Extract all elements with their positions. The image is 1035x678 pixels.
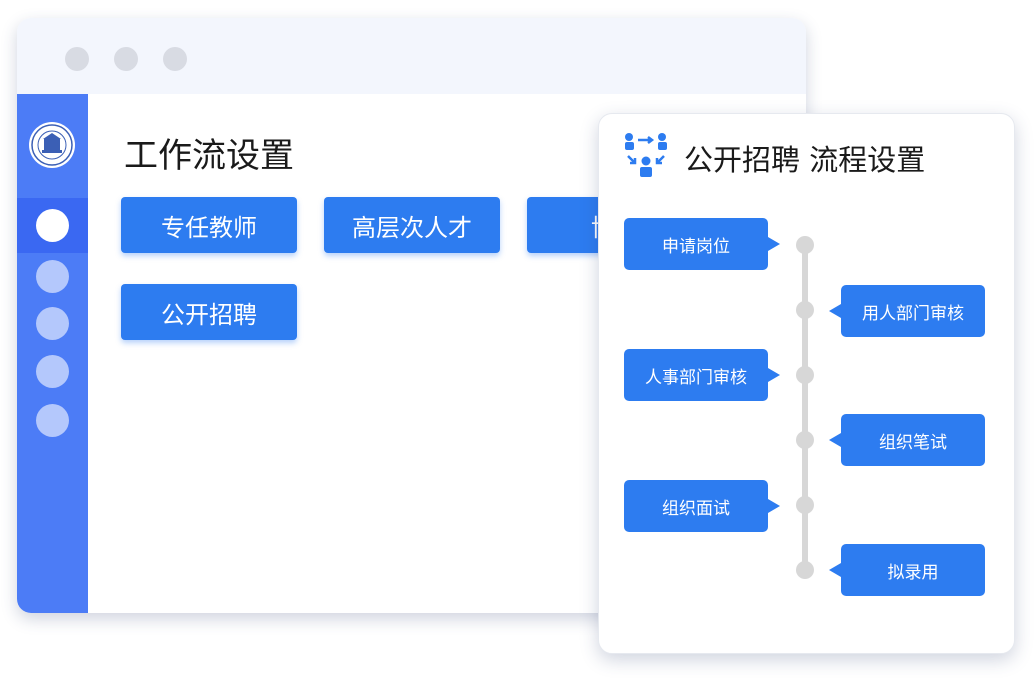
category-button-full-time-teacher[interactable]: 专任教师 [121, 197, 297, 253]
window-control-dot[interactable] [65, 47, 89, 71]
category-button-high-level-talent[interactable]: 高层次人才 [324, 197, 500, 253]
timeline-node [796, 236, 814, 254]
workflow-people-icon [625, 133, 667, 177]
timeline-line [802, 240, 808, 570]
sidebar-item-5[interactable] [36, 404, 69, 437]
timeline-node [796, 561, 814, 579]
timeline-node [796, 366, 814, 384]
window-control-dot[interactable] [114, 47, 138, 71]
process-step-apply-position[interactable]: 申请岗位 [624, 218, 780, 270]
category-button-public-recruitment[interactable]: 公开招聘 [121, 284, 297, 340]
process-step-department-review[interactable]: 用人部门审核 [829, 285, 985, 337]
page-title: 工作流设置 [124, 136, 294, 176]
process-step-interview[interactable]: 组织面试 [624, 480, 780, 532]
sidebar-item-1[interactable] [36, 209, 69, 242]
timeline-node [796, 496, 814, 514]
timeline-node [796, 301, 814, 319]
process-settings-card: 公开招聘 流程设置 申请岗位 用人部门审核 人事部门审核 组织笔试 组织面试 拟… [598, 113, 1015, 654]
process-step-proposed-hire[interactable]: 拟录用 [829, 544, 985, 596]
process-step-hr-review[interactable]: 人事部门审核 [624, 349, 780, 401]
sidebar-item-4[interactable] [36, 355, 69, 388]
sidebar-item-2[interactable] [36, 260, 69, 293]
timeline-node [796, 431, 814, 449]
sidebar-item-3[interactable] [36, 307, 69, 340]
card-title: 公开招聘 流程设置 [684, 143, 926, 177]
sidebar [17, 94, 88, 613]
window-control-dot[interactable] [163, 47, 187, 71]
window-titlebar [17, 18, 806, 94]
university-seal-logo [29, 122, 75, 168]
process-step-written-exam[interactable]: 组织笔试 [829, 414, 985, 466]
